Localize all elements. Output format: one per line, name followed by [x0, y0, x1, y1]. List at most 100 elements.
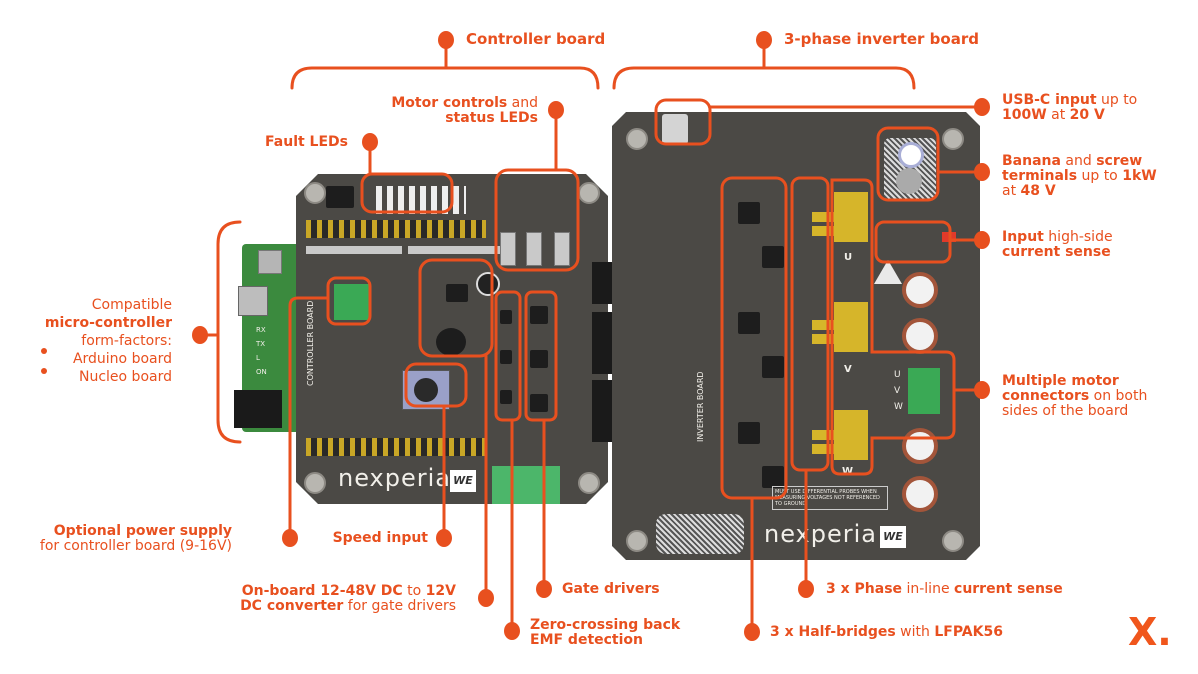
mcu-bullet-arduino: Arduino board — [72, 351, 172, 367]
led-label-rx: RX — [256, 326, 266, 334]
gate-driver-ic — [530, 306, 548, 324]
gate-driver-ic — [530, 394, 548, 412]
banana-bold2: screw — [1096, 153, 1143, 169]
half-bridge-mosfet — [762, 246, 784, 268]
usb-c-box — [654, 98, 712, 146]
usb-c-connector — [662, 114, 688, 144]
banana-terminal-plate — [884, 138, 936, 200]
optional-power-bold: Optional power supply — [53, 523, 232, 539]
reset-button — [258, 250, 282, 274]
ground-terminal-plate — [656, 514, 744, 554]
banana-bold5: 48 V — [1020, 183, 1056, 199]
phase-pad-v — [834, 302, 868, 352]
bulk-capacitor — [902, 428, 938, 464]
header-bottom — [306, 438, 486, 456]
zero-crossing-line2: EMF detection — [530, 632, 644, 648]
dc-barrel-jack — [234, 390, 282, 428]
banana-dot — [974, 163, 990, 181]
half-bridges-bold2: LFPAK56 — [934, 624, 1003, 640]
motor-switch-1 — [500, 232, 516, 266]
banana-bold3: terminals — [1002, 168, 1078, 184]
input-sense-label: Input high-side current sense — [1002, 230, 1113, 260]
led-label-l: L — [256, 354, 260, 362]
motor-controls-label: Motor controls and status LEDs — [391, 96, 538, 126]
usb-c-normal1: up to — [1096, 92, 1138, 108]
usb-c-dot — [974, 98, 990, 116]
speed-input-dot — [436, 529, 452, 547]
led-label-tx: TX — [256, 340, 266, 348]
motor-connector-box — [830, 178, 956, 476]
motor-controls-box — [494, 168, 580, 272]
banana-normal1: and — [1060, 153, 1097, 169]
shunt-resistor — [812, 334, 836, 344]
dc-converter-bold3: DC converter — [240, 598, 344, 614]
motor-connectors-label: Multiple motor connectors on both sides … — [1002, 374, 1147, 419]
motor-controls-normal: and — [507, 95, 538, 111]
usb-c-bold3: 20 V — [1069, 107, 1105, 123]
motor-connectors-dot — [974, 381, 990, 399]
power-terminal — [334, 284, 370, 320]
banana-bold1: Banana — [1002, 153, 1061, 169]
screw-terminal — [896, 168, 922, 194]
controller-board-dot — [438, 31, 454, 49]
power-terminal-box — [326, 276, 372, 326]
nexperia-x-logo: X. — [1128, 610, 1172, 654]
zero-cross-ic — [500, 310, 512, 324]
inverter-brand-logo: nexperia — [764, 520, 877, 548]
header-j7 — [306, 246, 402, 254]
phase-sense-bold1: 3 x Phase — [826, 581, 903, 597]
controller-board-label: Controller board — [466, 30, 606, 48]
fault-leds-box — [360, 172, 454, 214]
mount-screw — [626, 530, 648, 552]
phase-sense-label: 3 x Phase in-line current sense — [826, 582, 1063, 597]
optional-power-label: Optional power supply for controller boa… — [40, 524, 232, 554]
half-bridge-mosfet — [738, 312, 760, 334]
header-top — [306, 220, 486, 238]
usb-c-label: USB-C input up to 100W at 20 V — [1002, 93, 1137, 123]
phase-sense-normal: in-line — [902, 581, 955, 597]
inverter-board: U V W U V W INVERTER BOARD MUST USE DIFF… — [612, 112, 980, 560]
dc-converter-box — [418, 258, 494, 358]
mount-screw — [942, 530, 964, 552]
gate-driver-box — [524, 290, 558, 422]
header-j8 — [408, 246, 504, 254]
motor-controls-bold: Motor controls — [391, 95, 508, 111]
fault-leds-label: Fault LEDs — [265, 134, 348, 150]
inverter-board-label: 3-phase inverter board — [784, 30, 979, 48]
mount-screw — [578, 472, 600, 494]
shunt-resistor — [812, 444, 836, 454]
usb-c-normal2: at — [1046, 107, 1070, 123]
motor-controls-line2: status LEDs — [445, 110, 538, 126]
connector-label-u: U — [894, 370, 901, 380]
mount-screw — [626, 128, 648, 150]
inductor — [436, 328, 466, 356]
connector-label-v: V — [894, 386, 901, 396]
inverter-bracket — [612, 66, 916, 90]
phase-label-w: W — [842, 466, 854, 477]
zero-cross-box — [494, 290, 522, 422]
mount-screw — [304, 182, 326, 204]
electrolytic-cap — [476, 272, 500, 296]
phase-pad-u — [834, 192, 868, 242]
potentiometer-knob — [414, 378, 438, 402]
motor-connectors-line1: Multiple motor — [1002, 373, 1119, 389]
banana-label: Banana and screw terminals up to 1kW at … — [1002, 154, 1157, 199]
inverter-board-dot — [756, 31, 772, 49]
half-bridges-label: 3 x Half-bridges with LFPAK56 — [770, 625, 1003, 640]
phase-sense-bold2: current sense — [954, 581, 1063, 597]
input-sense-line2: current sense — [1002, 244, 1111, 260]
half-bridge-mosfet — [738, 422, 760, 444]
input-sense-box — [874, 220, 952, 264]
potentiometer-box — [404, 362, 468, 408]
half-bridge-box — [720, 176, 788, 500]
mcu-line2: micro-controller — [44, 315, 172, 331]
half-bridges-bold1: 3 x Half-bridges — [770, 624, 896, 640]
motor-connectors-normal2: on both — [1089, 388, 1148, 404]
phase-pad-w — [834, 410, 868, 460]
input-sense-normal: high-side — [1043, 229, 1113, 245]
optional-power-line2: for controller board (9-16V) — [39, 538, 232, 554]
mcu-bullet-nucleo: Nucleo board — [79, 369, 172, 385]
banana-bold4: 1kW — [1122, 168, 1157, 184]
half-bridges-dot — [744, 623, 760, 641]
